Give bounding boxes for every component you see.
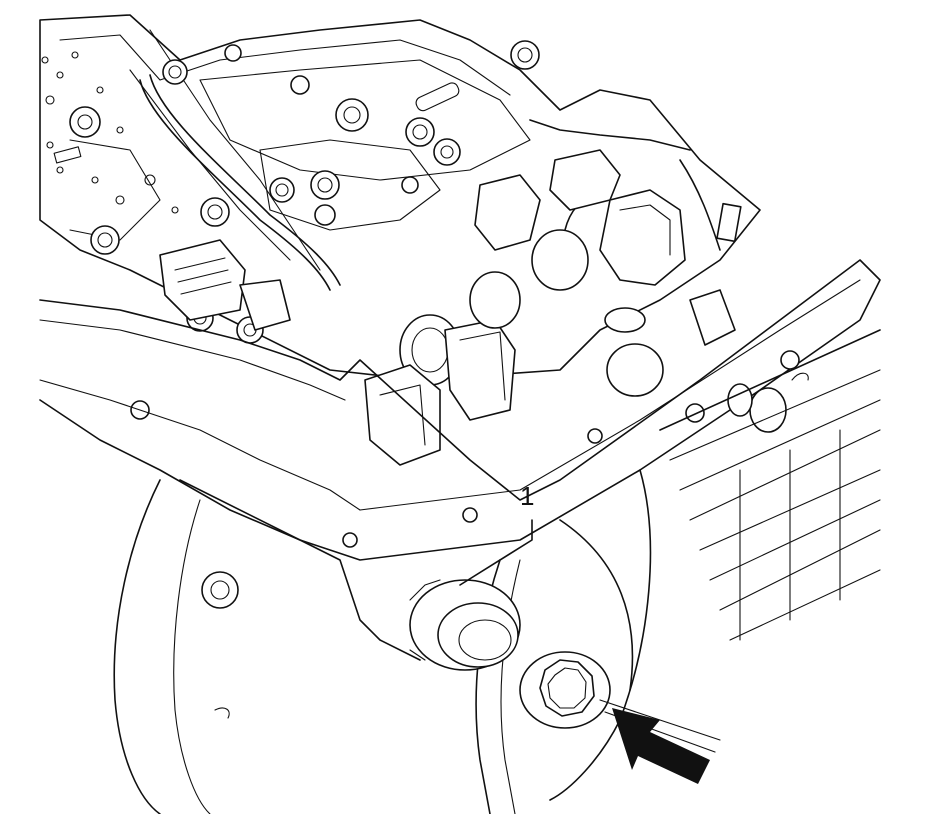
callout-label: 1 [520, 481, 534, 511]
clutch-drum [549, 329, 881, 801]
plate-holes [41, 51, 460, 214]
solenoid-connectors [159, 149, 742, 466]
arrow-icon [612, 708, 710, 784]
callout-1: 1 [459, 481, 534, 586]
lower-housing [113, 479, 721, 814]
wire-harness [139, 74, 721, 291]
plate-bolts [69, 40, 540, 420]
case-flange [39, 259, 881, 561]
